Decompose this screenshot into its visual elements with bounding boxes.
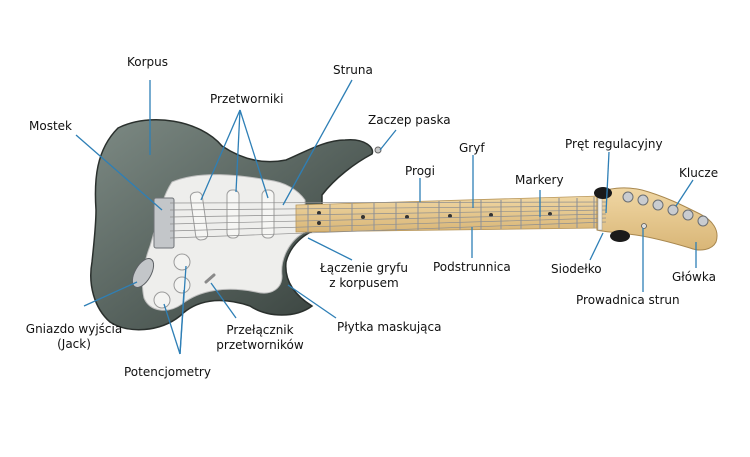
knobs <box>153 253 191 309</box>
tuners <box>622 191 709 227</box>
frets <box>307 197 595 232</box>
label-markery: Markery <box>515 173 564 187</box>
label-glowka: Główka <box>672 270 716 284</box>
label-gniazdo-line1: Gniazdo wyjścia <box>25 322 123 336</box>
label-przelacznik: Przełącznik przetworników <box>212 323 308 353</box>
truss-rod-cover-lower <box>610 230 630 242</box>
output-jack <box>131 258 155 288</box>
nut <box>597 196 603 231</box>
label-gniazdo-wyjscia: Gniazdo wyjścia (Jack) <box>24 322 124 352</box>
label-laczenie-line1: Łączenie gryfu <box>320 261 408 275</box>
label-korpus: Korpus <box>127 55 169 69</box>
pickups <box>189 189 275 241</box>
label-gryf: Gryf <box>459 141 485 155</box>
label-laczenie-line2: z korpusem <box>329 276 399 290</box>
label-progi: Progi <box>405 164 435 178</box>
label-gniazdo-line2: (Jack) <box>57 337 91 351</box>
label-siodelko: Siodełko <box>551 262 602 276</box>
fret-markers <box>317 211 552 225</box>
label-przetworniki: Przetworniki <box>210 92 284 106</box>
label-przelacznik-line2: przetworników <box>216 338 304 352</box>
label-plytka-maskujaca: Płytka maskująca <box>337 320 442 334</box>
label-mostek: Mostek <box>29 119 72 133</box>
label-laczenie-gryfu: Łączenie gryfu z korpusem <box>318 261 410 291</box>
pickup-selector <box>204 273 216 284</box>
label-prowadnica-strun: Prowadnica strun <box>576 293 680 307</box>
strap-button <box>374 146 382 154</box>
label-podstrunnica: Podstrunnica <box>433 260 511 274</box>
truss-rod-cover <box>594 187 612 199</box>
leader-lines <box>75 79 697 355</box>
label-klucze: Klucze <box>679 166 719 180</box>
label-struna: Struna <box>333 63 373 77</box>
label-potencjometry: Potencjometry <box>124 365 211 379</box>
label-przelacznik-line1: Przełącznik <box>226 323 294 337</box>
string-tree <box>641 223 647 229</box>
label-zaczep-paska: Zaczep paska <box>368 113 451 127</box>
strings <box>169 201 607 239</box>
bridge <box>153 197 175 249</box>
label-pret-regulacyjny: Pręt regulacyjny <box>565 137 663 151</box>
